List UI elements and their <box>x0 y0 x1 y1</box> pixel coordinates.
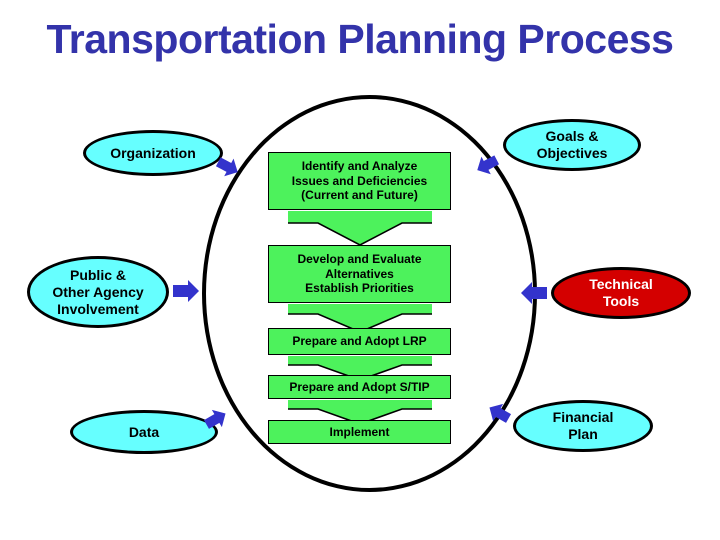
input-ellipse-label: Involvement <box>57 300 139 317</box>
input-ellipse-label: Organization <box>110 144 196 161</box>
process-box-line: Issues and Deficiencies <box>291 173 428 188</box>
process-box-line: Prepare and Adopt S/TIP <box>289 379 430 394</box>
blue-input-arrow-financial-plan <box>486 400 512 426</box>
input-ellipse-label: Goals & <box>545 128 599 144</box>
process-box-implement[interactable]: Implement <box>268 420 451 444</box>
input-ellipse-label: Other Agency <box>52 283 144 300</box>
input-ellipse-label: Financial <box>552 409 614 425</box>
process-box-develop-evaluate[interactable]: Develop and Evaluate Alternatives Establ… <box>268 245 451 303</box>
input-ellipse-financial-plan[interactable]: Financial Plan <box>513 400 653 452</box>
input-ellipse-organization[interactable]: Organization <box>83 130 223 176</box>
process-box-line: (Current and Future) <box>301 188 418 203</box>
input-ellipse-data[interactable]: Data <box>70 410 218 454</box>
input-ellipse-goals-objectives[interactable]: Goals & Objectives <box>503 119 641 171</box>
input-ellipse-label: Objectives <box>536 145 608 161</box>
process-box-prepare-adopt-lrp[interactable]: Prepare and Adopt LRP <box>268 328 451 355</box>
input-ellipse-label: Public & <box>69 266 126 283</box>
process-box-line: Alternatives <box>325 266 394 281</box>
blue-input-arrow-data <box>203 406 229 432</box>
input-ellipse-label: Technical <box>589 276 653 292</box>
process-box-line: Prepare and Adopt LRP <box>292 334 427 349</box>
input-ellipse-label: Tools <box>602 293 640 309</box>
process-box-line: Identify and Analyze <box>301 159 418 174</box>
input-ellipse-public-other-agency-involvement[interactable]: Public & Other Agency Involvement <box>27 256 169 328</box>
blue-input-arrow-goals-objectives <box>474 152 500 178</box>
process-box-line: Implement <box>329 424 390 439</box>
process-box-line: Develop and Evaluate <box>297 252 422 267</box>
blue-input-arrow-organization <box>215 154 241 180</box>
blue-input-arrow-public-involvement <box>173 278 201 304</box>
input-ellipse-technical-tools[interactable]: Technical Tools <box>551 267 691 319</box>
input-ellipse-label: Data <box>128 423 160 440</box>
blue-input-arrow-technical-tools <box>520 280 548 306</box>
process-box-line: Establish Priorities <box>305 281 414 296</box>
page-title: Transportation Planning Process <box>46 16 674 62</box>
process-box-prepare-adopt-stip[interactable]: Prepare and Adopt S/TIP <box>268 375 451 399</box>
process-box-identify-analyze[interactable]: Identify and Analyze Issues and Deficien… <box>268 152 451 210</box>
input-ellipse-label: Plan <box>568 426 598 442</box>
